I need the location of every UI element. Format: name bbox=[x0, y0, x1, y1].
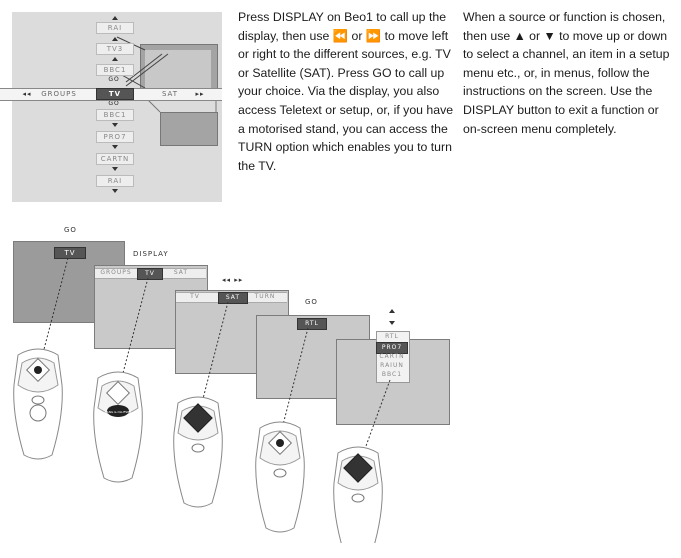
menu-down-arrow bbox=[112, 189, 118, 193]
step5-channel-list bbox=[376, 331, 410, 383]
menu-item-rai-bottom: RAI bbox=[96, 175, 134, 187]
beo1-remote-step5 bbox=[333, 446, 383, 543]
beo1-remote-step1 bbox=[13, 348, 63, 460]
menu-item-tv3: TV3 bbox=[96, 43, 134, 55]
menu-up-arrow bbox=[112, 16, 118, 20]
menu-item-pro7: PRO7 bbox=[96, 131, 134, 143]
step5-pro7-selected: PRO7 bbox=[376, 342, 408, 354]
step5-bbc1: BBC1 bbox=[381, 371, 403, 378]
tv-screen bbox=[145, 50, 211, 88]
remote-logo-text: BANG & OLUFSEN bbox=[105, 410, 132, 414]
menu-item-bbc1-lower: BBC1 bbox=[96, 109, 134, 121]
step3-turn: TURN bbox=[254, 293, 276, 300]
step2-display-label: DISPLAY bbox=[133, 250, 169, 258]
menu-item-cartn: CARTN bbox=[96, 153, 134, 165]
menu-item-bbc1: BBC1 bbox=[96, 64, 134, 76]
step4-go-label: GO bbox=[305, 298, 318, 306]
menu-down-arrow bbox=[112, 145, 118, 149]
source-menu-diagram: RAI TV3 BBC1 GO GO BBC1 PRO7 CARTN RAI bbox=[12, 12, 222, 202]
step5-cartn: CARTN bbox=[379, 353, 405, 360]
source-sat: SAT bbox=[161, 90, 179, 98]
step5-up-arrow bbox=[389, 309, 395, 313]
beo1-remote-step4 bbox=[255, 421, 305, 533]
step5-raiun: RAIUN bbox=[380, 362, 404, 369]
left-arrows: ◂◂ bbox=[22, 90, 32, 98]
step1-go-label: GO bbox=[64, 226, 77, 234]
right-arrows: ▸▸ bbox=[195, 90, 205, 98]
step1-tv-label: TV bbox=[54, 247, 86, 259]
menu-item-rai-top: RAI bbox=[96, 22, 134, 34]
tv-stand bbox=[160, 112, 218, 146]
step4-rtl-label: RTL bbox=[297, 318, 327, 330]
step3-tv: TV bbox=[190, 293, 200, 300]
step5-down-arrow bbox=[389, 321, 395, 325]
go-label-top: GO bbox=[108, 76, 120, 83]
menu-down-arrow bbox=[112, 167, 118, 171]
step5-rtl: RTL bbox=[385, 333, 399, 340]
step2-sat: SAT bbox=[173, 269, 189, 276]
step3-sat-selected: SAT bbox=[218, 292, 248, 304]
paragraph-display-instructions: Press DISPLAY on Beo1 to call up the dis… bbox=[238, 10, 454, 173]
beo1-remote-step2: BANG & OLUFSEN bbox=[93, 371, 143, 483]
beo1-remote-step3 bbox=[173, 396, 223, 508]
menu-down-arrow bbox=[112, 123, 118, 127]
go-label-bottom: GO bbox=[108, 100, 120, 107]
source-groups: GROUPS bbox=[41, 90, 77, 98]
tv-perspective-lines bbox=[116, 36, 217, 113]
source-tv-selected: TV bbox=[96, 88, 134, 100]
step2-tv-selected: TV bbox=[137, 268, 163, 280]
step2-groups: GROUPS bbox=[100, 269, 132, 276]
menu-up-arrow bbox=[112, 37, 118, 41]
menu-up-arrow bbox=[112, 57, 118, 61]
paragraph-navigation-instructions: When a source or function is chosen, the… bbox=[463, 10, 670, 136]
step3-arrows-label: ◂◂ ▸▸ bbox=[222, 276, 244, 284]
